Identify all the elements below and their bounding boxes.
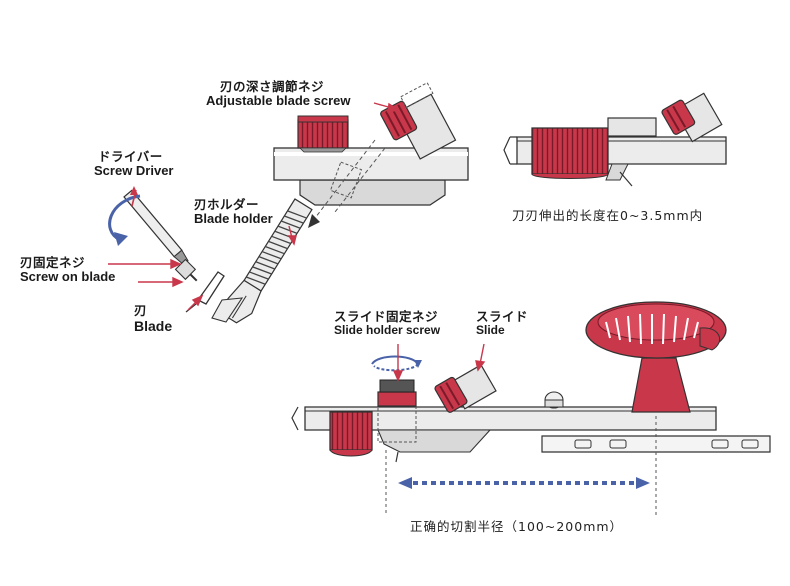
slide-en: Slide xyxy=(476,323,505,338)
screw-on-blade-en: Screw on blade xyxy=(20,269,116,285)
screw-driver-label: ドライバー Screw Driver xyxy=(94,150,174,179)
cut-radius-note: 正确的切割半径（100~200mm） xyxy=(410,519,624,534)
slide-holder-screw-jp: スライド固定ネジ xyxy=(334,310,439,324)
blade-holder-en: Blade holder xyxy=(194,211,273,227)
blade-holder-jp: 刃ホルダー xyxy=(194,198,260,212)
leader-lines xyxy=(108,102,486,382)
screw-on-blade-label: 刃固定ネジ Screw on blade xyxy=(20,256,115,285)
adjustable-blade-screw-en: Adjustable blade screw xyxy=(206,93,351,109)
slide-jp: スライド xyxy=(476,310,529,324)
adjustable-blade-screw-label: 刃の深さ調節ネジ Adjustable blade screw xyxy=(206,80,351,109)
screw-driver-jp: ドライバー xyxy=(98,150,163,164)
slide-label: スライド Slide xyxy=(476,310,528,338)
adjustable-blade-screw-jp: 刃の深さ調節ネジ xyxy=(220,80,325,94)
blade-jp: 刃 xyxy=(134,304,148,318)
screw-driver-drawing xyxy=(123,189,192,270)
top-base-assembly xyxy=(273,115,469,206)
screw-on-blade-jp: 刃固定ネジ xyxy=(20,256,86,270)
main-cutter-drawing xyxy=(291,301,771,463)
screw-driver-en: Screw Driver xyxy=(94,163,174,179)
blade-holder-label: 刃ホルダー Blade holder xyxy=(194,198,273,227)
blade-label: 刃 Blade xyxy=(134,304,172,334)
cut-radius-measure xyxy=(385,416,657,515)
detail-blade-depth xyxy=(503,92,727,187)
slide-holder-screw-label: スライド固定ネジ Slide holder screw xyxy=(334,310,440,338)
blade-en: Blade xyxy=(134,318,173,335)
slide-holder-screw-en: Slide holder screw xyxy=(334,323,441,338)
blade-length-note: 刀刃伸出的长度在0~3.5mm内 xyxy=(512,208,704,223)
